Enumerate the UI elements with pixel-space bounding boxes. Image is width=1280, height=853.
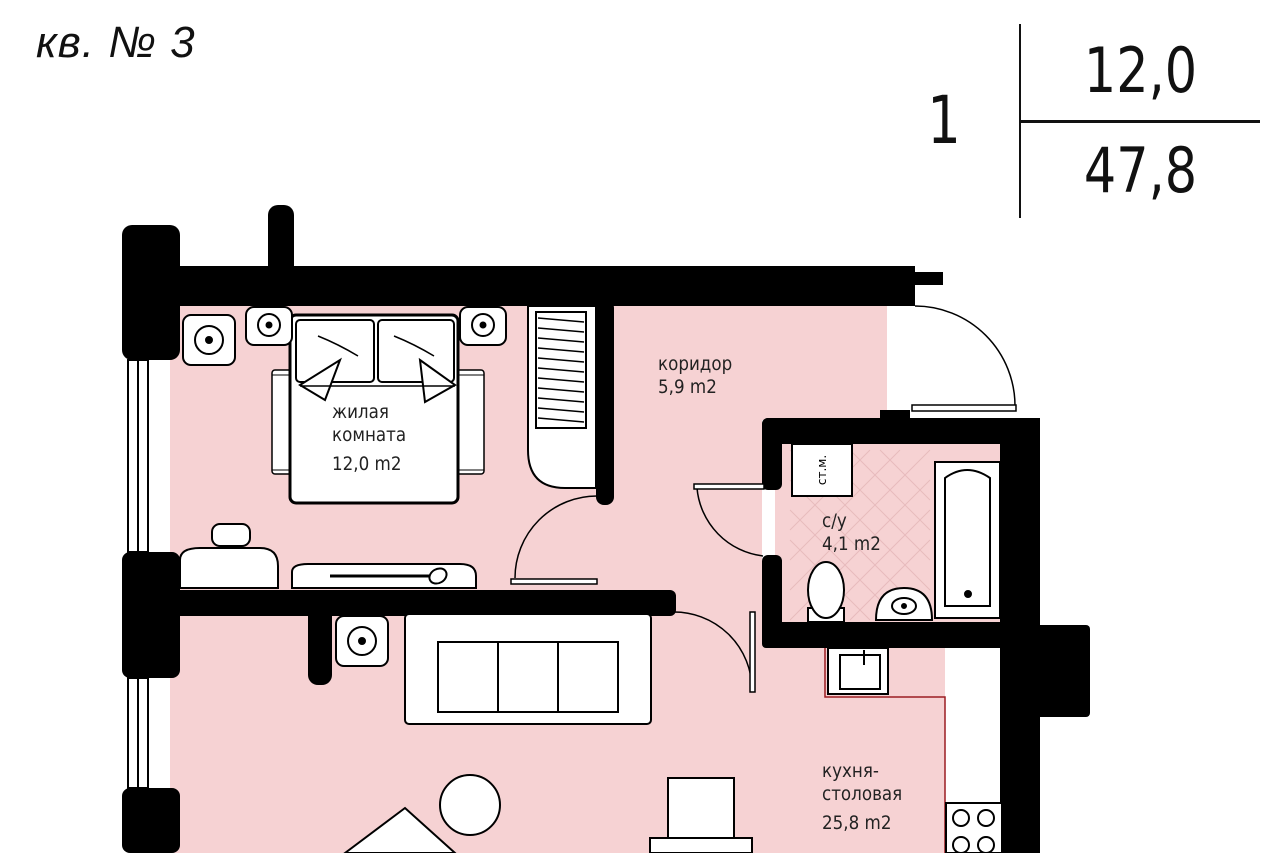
door-bath-leaf <box>693 483 765 490</box>
wall-left-upper <box>122 225 180 360</box>
wall-bath-top-right <box>880 410 910 444</box>
kitchen-furniture <box>343 647 1003 853</box>
room-count: 1 <box>926 82 961 159</box>
round-table-icon <box>439 774 501 836</box>
total-area-value: 47,8 <box>1083 134 1198 207</box>
living-room-label: жилая комната 12,0 m2 <box>332 401 406 476</box>
bathroom-name: с/у <box>822 510 847 532</box>
walls <box>122 205 1090 853</box>
wall-left-lower <box>122 788 180 853</box>
living-room-name-1: жилая <box>332 401 389 423</box>
wall-right-pillar <box>1020 625 1090 717</box>
apartment-title: кв. № 3 <box>36 18 196 67</box>
living-room-area: 12,0 m2 <box>332 453 402 475</box>
door-living-leaf <box>510 578 598 585</box>
corridor-label: коридор 5,9 m2 <box>658 353 732 399</box>
corridor-area: 5,9 m2 <box>658 376 717 398</box>
wall-top-right <box>905 272 943 306</box>
windows <box>127 359 149 789</box>
lamp-icons <box>182 306 507 366</box>
wall-middle <box>170 590 676 616</box>
room-count-badge: 1 <box>869 24 1018 217</box>
wardrobe-icon <box>527 305 597 489</box>
wall-bath-left-upper <box>762 418 782 490</box>
wall-top-stub <box>268 205 294 285</box>
door-kitchen-leaf <box>749 611 756 693</box>
wall-living-corridor <box>596 300 614 505</box>
door-entrance-swing <box>914 305 1016 407</box>
armchair-icon <box>343 806 457 853</box>
living-room-name-2: комната <box>332 424 407 446</box>
kitchen-name-1: кухня- <box>822 760 879 782</box>
wall-kitchen-stub <box>308 595 332 685</box>
door-entrance-leaf <box>911 404 1017 412</box>
kitchen-name-2: столовая <box>822 783 903 805</box>
wall-left-mid <box>122 552 180 678</box>
bed-icon <box>271 313 485 505</box>
door-living-swing <box>514 495 598 579</box>
doors <box>510 305 1017 693</box>
bathroom-fixtures <box>791 443 1001 623</box>
riser-box <box>791 443 853 497</box>
riser-label: ст.м. <box>815 455 829 485</box>
corridor-name: коридор <box>658 353 733 375</box>
wall-bath-bottom <box>762 622 1040 648</box>
bathroom-label: с/у 4,1 m2 <box>822 510 881 556</box>
corridor-fill <box>600 300 887 420</box>
door-bath-swing <box>696 487 764 557</box>
dresser-icon <box>179 523 477 589</box>
kitchen-area: 25,8 m2 <box>822 812 892 834</box>
sofa-icon <box>335 613 652 725</box>
living-area-value: 12,0 <box>1083 34 1198 107</box>
kitchen-counter-line <box>824 648 946 853</box>
kitchen-label: кухня- столовая 25,8 m2 <box>822 760 902 835</box>
summary-divider-vertical <box>1019 24 1021 218</box>
bathroom-area: 4,1 m2 <box>822 533 881 555</box>
wall-top <box>170 266 915 306</box>
summary-divider-horizontal <box>1021 120 1260 123</box>
